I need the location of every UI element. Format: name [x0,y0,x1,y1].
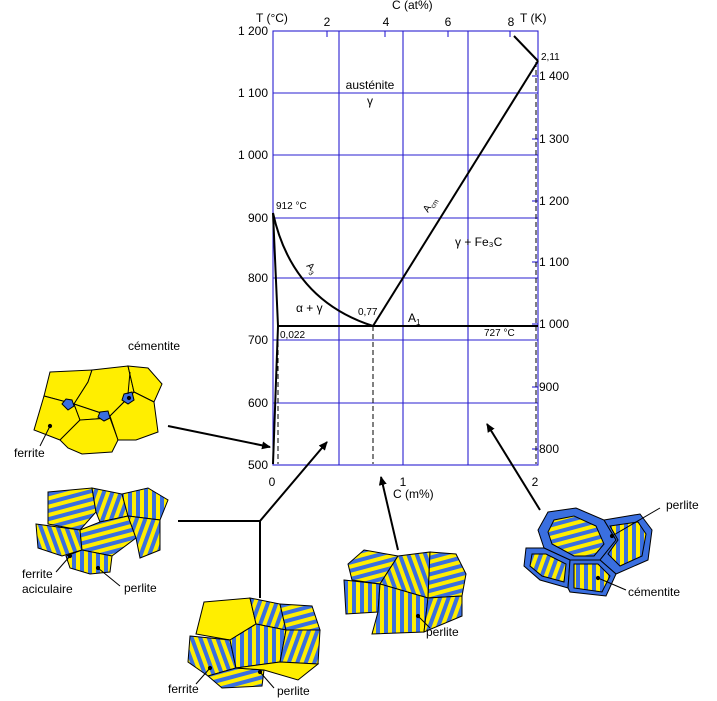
acm-label: Acm [421,195,441,216]
plot-grid [272,30,539,466]
point-211: 2,11 [541,52,560,63]
right-tick: 1 100 [539,255,569,269]
left-tick: 500 [248,458,268,472]
a1-label: A1 [408,311,421,327]
left-tick: 1 200 [238,24,268,38]
point-0022: 0,022 [280,330,305,341]
right-axis-ticks: 1 400 1 300 1 200 1 100 1 000 900 800 [539,69,569,456]
right-tick: 1 400 [539,69,569,83]
label-perlite-right: perlite [666,498,699,512]
microstructure-acicular-ferrite [35,487,169,587]
top-axis-ticks: 2 4 6 8 [324,15,515,29]
left-tick: 900 [248,211,268,225]
top-axis-title: C (at%) [392,0,433,12]
right-axis-title: T (K) [520,11,546,25]
label-cementite-topleft: cémentite [128,339,180,353]
left-tick: 600 [248,396,268,410]
a3-line [272,212,374,327]
label-ferrite-bottom: ferrite [168,682,199,696]
left-tick: 700 [248,333,268,347]
label-perlite-bottom: perlite [277,684,310,698]
bottom-axis-title: C (m%) [393,487,434,501]
gamma-symbol: γ [367,94,373,108]
right-tick: 1 300 [539,132,569,146]
austenite-label: austénite [346,78,395,92]
pointer-arrows [167,423,541,598]
label-perlite-center: perlite [426,625,459,639]
gamma-fe3c-label: γ + Fe₃C [455,235,503,249]
microstructure-ferrite-perlite [187,597,321,689]
point-077: 0,77 [358,307,378,318]
point-727: 727 °C [484,328,515,339]
acm-line [372,60,539,327]
arrow-center [378,476,399,551]
top-tick: 4 [383,15,390,29]
left-tick: 800 [248,271,268,285]
left-axis-title: T (°C) [256,11,288,25]
label-perlite-midleft: perlite [124,581,157,595]
bottom-tick: 2 [532,475,539,489]
label-ferrite-acicular-1: ferrite [22,567,53,581]
label-ferrite-acicular-2: aciculaire [22,582,73,596]
arrow-midleft [178,441,328,522]
label-cementite-right: cémentite [628,585,680,599]
alpha-gamma-label: α + γ [296,301,323,315]
top-tick: 8 [508,15,515,29]
top-tick: 6 [445,15,452,29]
ferrite-solvus-line [272,212,280,465]
right-tick: 900 [539,380,559,394]
label-ferrite-topleft: ferrite [14,446,45,460]
right-tick: 1 000 [539,317,569,331]
point-912: 912 °C [276,201,307,212]
microstructure-perlite-cementite [523,507,661,597]
microstructure-perlite [343,549,467,635]
left-axis-ticks: 1 200 1 100 1 000 900 800 700 600 500 [238,24,268,472]
phase-lines [272,35,539,465]
top-tick: 2 [324,15,331,29]
bottom-tick: 1 [400,475,407,489]
a3-label: A3 [302,261,319,278]
bottom-tick: 0 [269,475,276,489]
microstructure-ferrite-cementite [33,365,163,455]
bottom-axis-ticks: 0 1 2 [269,475,539,489]
arrow-topleft [167,425,271,450]
acm-line-top [513,35,539,62]
right-tick: 800 [539,442,559,456]
left-tick: 1 100 [238,86,268,100]
right-tick: 1 200 [539,194,569,208]
left-tick: 1 000 [238,148,268,162]
arrow-right [486,423,541,511]
